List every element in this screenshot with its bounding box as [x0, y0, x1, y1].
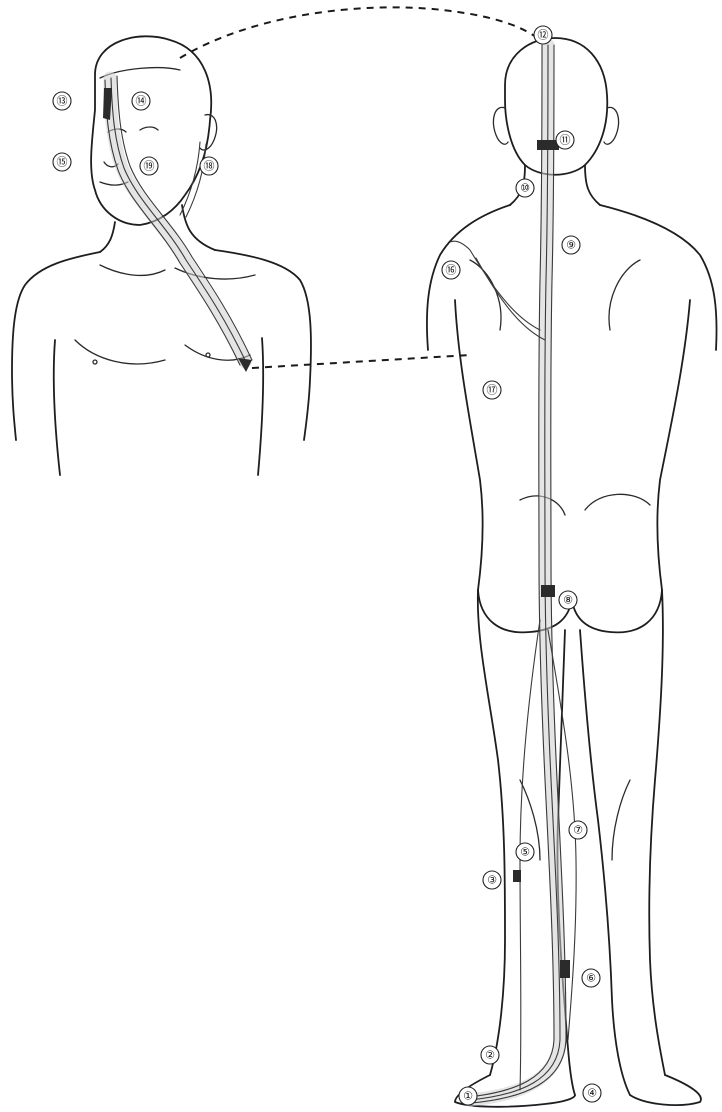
chest-connector-line: [252, 355, 470, 368]
marker-13: ⑬: [53, 92, 71, 110]
marker-15: ⑮: [53, 153, 71, 171]
marker-17: ⑰: [483, 381, 501, 399]
marker-18-label: ⑱: [204, 160, 215, 173]
back-body-figure: [427, 38, 717, 1107]
marker-6-label: ⑥: [586, 972, 596, 985]
marker-17-label: ⑰: [487, 384, 498, 397]
marker-4-label: ④: [587, 1087, 597, 1100]
marker-15-label: ⑮: [57, 156, 68, 169]
marker-8: ⑧: [559, 591, 577, 609]
marker-1: ①: [459, 1087, 477, 1105]
marker-3-label: ③: [487, 874, 497, 887]
marker-11-label: ⑪: [560, 134, 571, 147]
marker-6: ⑥: [582, 969, 600, 987]
marker-11: ⑪: [556, 131, 574, 149]
marker-19-label: ⑲: [144, 160, 155, 173]
marker-2: ②: [481, 1046, 499, 1064]
marker-13-label: ⑬: [57, 95, 68, 108]
marker-5: ⑤: [516, 843, 534, 861]
marker-14: ⑭: [132, 92, 150, 110]
marker-14-label: ⑭: [136, 95, 147, 108]
marker-9: ⑨: [562, 236, 580, 254]
marker-7-label: ⑦: [573, 824, 583, 837]
marker-12: ⑫: [534, 26, 552, 44]
marker-4: ④: [583, 1084, 601, 1102]
marker-2-label: ②: [485, 1049, 495, 1062]
marker-10-label: ⑩: [520, 182, 530, 195]
marker-7: ⑦: [569, 821, 587, 839]
marker-3: ③: [483, 871, 501, 889]
marker-5-label: ⑤: [520, 846, 530, 859]
marker-16-label: ⑯: [446, 264, 457, 277]
marker-9-label: ⑨: [566, 239, 576, 252]
marker-1-label: ①: [463, 1090, 473, 1103]
head-connector-line: [180, 7, 540, 58]
marker-10: ⑩: [516, 179, 534, 197]
marker-18: ⑱: [200, 157, 218, 175]
marker-16: ⑯: [442, 261, 460, 279]
marker-12-label: ⑫: [538, 29, 549, 42]
marker-19: ⑲: [140, 157, 158, 175]
marker-8-label: ⑧: [563, 594, 573, 607]
